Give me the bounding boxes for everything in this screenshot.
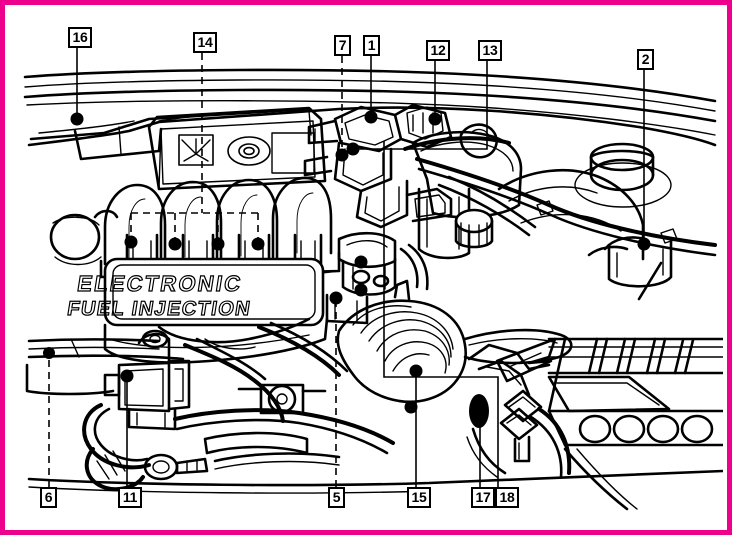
dot-5: [329, 291, 343, 305]
baseline: [27, 469, 723, 494]
wedge-bracket: [495, 337, 557, 383]
cover-text-fuel-injection: FUEL INJECTION: [66, 298, 253, 320]
dot-1: [364, 110, 378, 124]
dot-15: [409, 364, 423, 378]
right-connector-cluster: [466, 343, 572, 479]
star-emblem: [178, 134, 214, 166]
oil-filler-cap: [227, 136, 271, 166]
callout-17[interactable]: 17: [471, 487, 495, 508]
dot-aux-2: [354, 283, 368, 297]
callout-1[interactable]: 1: [363, 35, 380, 56]
air-intake-bellows: [336, 279, 573, 404]
left-round-reservoir: [49, 209, 119, 266]
right-shelf-assembly: [547, 261, 723, 511]
dot-7: [335, 148, 349, 162]
callout-16[interactable]: 16: [68, 27, 92, 48]
callout-15[interactable]: 15: [407, 487, 431, 508]
cover-text-electronic: ELECTRONIC: [76, 271, 245, 296]
dot-14b: [168, 237, 182, 251]
callout-18[interactable]: 18: [495, 487, 519, 508]
leader-13: [353, 61, 488, 150]
hose-union-joint: [237, 383, 327, 415]
callout-12[interactable]: 12: [426, 40, 450, 61]
dot-16: [70, 112, 84, 126]
leader-18: [383, 141, 499, 487]
dot-11: [120, 369, 134, 383]
dot-13: [346, 142, 360, 156]
callout-13[interactable]: 13: [478, 40, 502, 61]
callout-5[interactable]: 5: [328, 487, 345, 508]
pointer-dots: [43, 110, 651, 414]
engine-bay-line-art: .s { fill:none; stroke:#000; stroke-widt…: [9, 9, 723, 526]
dot-2: [637, 237, 651, 251]
dot-12: [428, 112, 442, 126]
upper-hose-bundle: [403, 136, 717, 257]
cowl-panel: [23, 68, 717, 147]
dot-14d: [251, 237, 265, 251]
engine-upper-shroud: [147, 106, 327, 191]
dot-14a: [124, 235, 138, 249]
dot-6: [43, 347, 55, 359]
master-cylinder-reservoir: [411, 123, 523, 260]
callout-14[interactable]: 14: [193, 32, 217, 53]
callout-7[interactable]: 7: [334, 35, 351, 56]
dot-aux-3: [404, 400, 418, 414]
grommet-row: [578, 414, 714, 444]
lower-hose-network: [82, 321, 395, 492]
electrical-connector-blocks: [499, 389, 543, 463]
callout-2[interactable]: 2: [637, 49, 654, 70]
diagram-canvas: .s { fill:none; stroke:#000; stroke-widt…: [9, 9, 723, 526]
dot-14c: [211, 237, 225, 251]
dot-aux-1: [354, 255, 368, 269]
callout-6[interactable]: 6: [40, 487, 57, 508]
engine-cover-plate: ELECTRONIC FUEL INJECTION: [65, 257, 325, 327]
misc-details: [325, 231, 429, 325]
callout-11[interactable]: 11: [118, 487, 142, 508]
reservoir-cap: [454, 208, 494, 249]
lower-left-rails: [25, 338, 185, 396]
oval-eyelet-bracket: [143, 453, 209, 481]
